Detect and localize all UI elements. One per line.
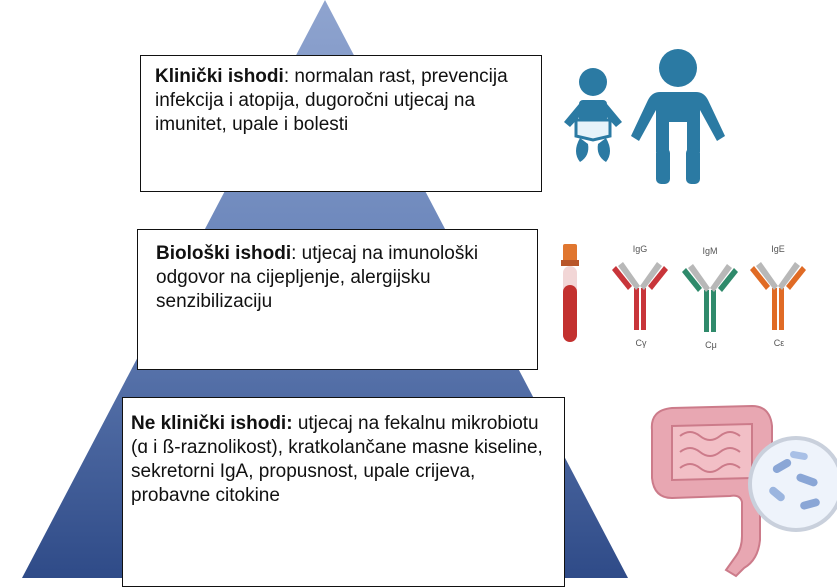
antibody-chain-label: Cε (774, 338, 785, 348)
child-icon (631, 49, 725, 184)
clinical-outcomes-text: : normalan rast, prevencija infekcija i … (155, 66, 508, 135)
baby-icon (564, 68, 622, 162)
clinical-outcomes-title: Klinički ishodi (155, 66, 284, 87)
antibody-label: IgE (771, 244, 785, 254)
antibody-igm-icon: IgM Cμ (682, 246, 738, 350)
antibody-ige-icon: IgE Cε (750, 244, 806, 348)
antibody-chain-label: Cμ (705, 340, 717, 350)
microbe-magnifier-icon (748, 436, 837, 532)
nonclinical-outcomes-box: Ne klinički ishodi: utjecaj na fekalnu m… (122, 397, 565, 587)
biological-outcomes-title: Biološki ishodi (156, 243, 292, 264)
clinical-outcomes-box: Klinički ishodi: normalan rast, prevenci… (140, 55, 542, 192)
intestine-icon (650, 404, 773, 578)
nonclinical-outcomes-title: Ne klinički ishodi: (131, 413, 293, 434)
nonclinical-outcomes-text: utjecaj na fekalnu mikrobiotu (ɑ i ß-raz… (131, 413, 543, 506)
antibody-chain-label: Cγ (636, 338, 647, 348)
antibody-label: IgM (702, 246, 717, 256)
antibody-igg-icon: IgG Cγ (612, 244, 668, 348)
antibody-label: IgG (633, 244, 648, 254)
biological-outcomes-text: : utjecaj na imunološki odgovor na cijep… (156, 243, 479, 312)
blood-tube-icon (561, 244, 579, 342)
biological-outcomes-box: Biološki ishodi: utjecaj na imunološki o… (137, 229, 538, 370)
